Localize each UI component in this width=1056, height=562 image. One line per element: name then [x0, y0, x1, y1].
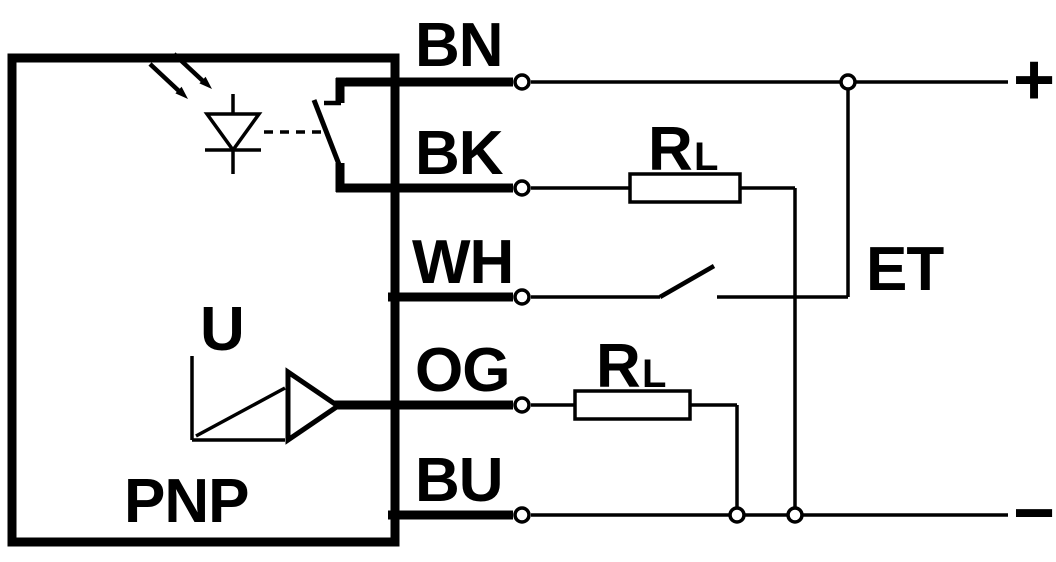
photodiode-triangle	[203, 112, 263, 153]
load-resistor-icon	[573, 389, 692, 421]
light-arrow-head	[199, 76, 212, 89]
plus-rail-junction-node	[839, 73, 857, 91]
photodiode-icon	[203, 94, 263, 174]
device-type-label: PNP	[124, 467, 248, 536]
bk-terminal-circle	[513, 179, 531, 197]
bk-resistor-label: R	[648, 115, 692, 184]
light-arrow-shaft	[172, 52, 206, 84]
light-arrows-icon	[148, 52, 212, 99]
wire-bu: BU −	[388, 446, 1055, 553]
light-arrow-shaft	[148, 62, 182, 94]
et-label: ET	[866, 235, 944, 304]
bn-terminal-circle	[513, 73, 531, 91]
wire-bn: BN +	[336, 11, 1055, 120]
minus-rail-junction-node	[786, 506, 804, 524]
wh-terminal-circle	[513, 288, 531, 306]
minus-supply-symbol: −	[1013, 473, 1055, 553]
bn-wire-label: BN	[415, 11, 503, 80]
et-switch-blade	[658, 264, 716, 299]
og-terminal-circle	[513, 396, 531, 414]
switch-blade	[311, 99, 343, 168]
minus-rail-junction-node	[728, 506, 746, 524]
wire-og: R L OG	[334, 332, 739, 508]
bu-wire-label: BU	[415, 446, 503, 515]
wire-wh: WH ET	[388, 73, 945, 306]
og-wire-label: OG	[415, 336, 509, 405]
voltage-axis-label: U	[200, 295, 244, 364]
og-resistor-label: R	[596, 332, 640, 401]
voltage-ramp-graph-icon: U	[190, 295, 286, 442]
bu-terminal-circle	[513, 506, 531, 524]
wh-wire-label: WH	[412, 228, 513, 297]
wire-bk: R L BK	[336, 115, 797, 508]
light-arrow-head	[175, 86, 188, 99]
bk-wire-label: BK	[415, 119, 504, 188]
graph-ramp-line	[195, 386, 286, 438]
og-resistor-subscript: L	[642, 352, 666, 396]
bk-resistor-subscript: L	[694, 135, 718, 179]
plus-supply-symbol: +	[1013, 40, 1055, 120]
amplifier-icon	[285, 367, 343, 445]
